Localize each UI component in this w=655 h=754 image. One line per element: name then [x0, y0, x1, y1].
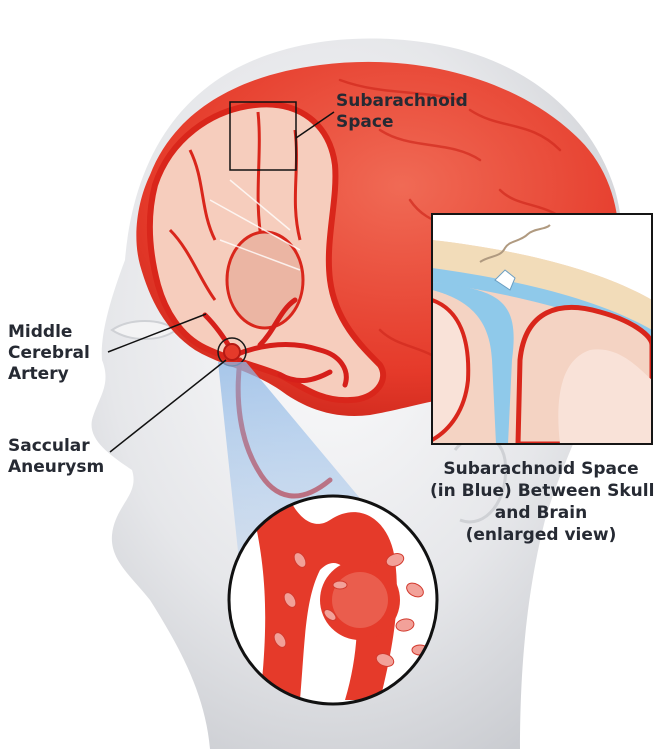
label-saccular-aneurysm: Saccular Aneurysm: [8, 436, 104, 478]
inset-caption: Subarachnoid Space (in Blue) Between Sku…: [430, 458, 652, 546]
label-subarachnoid-space: Subarachnoid Space: [336, 91, 468, 133]
aneurysm: [224, 344, 240, 360]
label-middle-cerebral-artery: Middle Cerebral Artery: [8, 322, 90, 385]
inset-content: [432, 214, 652, 444]
